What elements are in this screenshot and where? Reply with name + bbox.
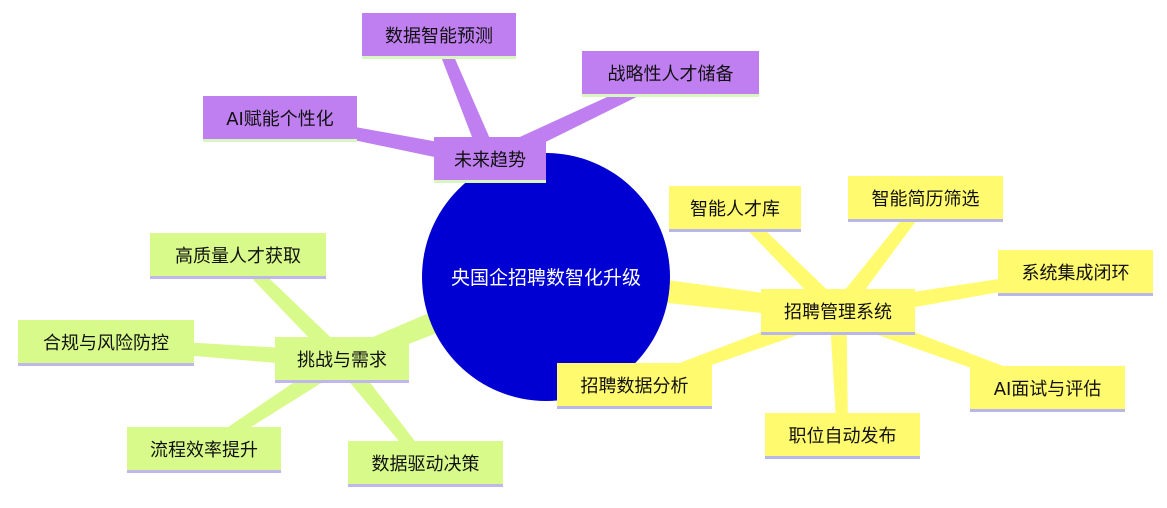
branch-node-label: 未来趋势 — [454, 150, 526, 171]
root-node-label: 央国企招聘数智化升级 — [451, 267, 641, 289]
leaf-node-recruit-analysis[interactable]: 招聘数据分析 — [557, 363, 712, 409]
branch-node-label: 挑战与需求 — [297, 350, 387, 371]
leaf-node-box — [669, 186, 801, 232]
leaf-node-underline — [765, 456, 920, 459]
leaf-node-data-predict[interactable]: 数据智能预测 — [362, 13, 516, 59]
branch-node-challenge[interactable]: 挑战与需求 — [275, 337, 409, 383]
leaf-node-resume-screen[interactable]: 智能简历筛选 — [848, 176, 1003, 222]
branch-node-underline — [434, 180, 546, 183]
leaf-node-box — [998, 250, 1153, 296]
leaf-node-ai-personal[interactable]: AI赋能个性化 — [203, 96, 357, 142]
leaf-node-underline — [362, 56, 516, 59]
leaf-node-efficiency[interactable]: 流程效率提升 — [127, 427, 281, 473]
leaf-node-underline — [669, 229, 801, 232]
leaf-node-underline — [150, 276, 326, 279]
leaf-node-box — [557, 363, 712, 409]
leaf-node-label: 系统集成闭环 — [1022, 263, 1130, 284]
branch-node-future[interactable]: 未来趋势 — [434, 137, 546, 183]
edge-system-to-job-publish — [829, 311, 848, 437]
leaf-node-box — [203, 96, 357, 142]
leaf-node-underline — [998, 293, 1153, 296]
leaf-node-underline — [848, 219, 1003, 222]
branch-node-box — [275, 337, 409, 383]
leaf-node-strategic-talent[interactable]: 战略性人才储备 — [582, 51, 759, 97]
leaf-node-box — [765, 413, 920, 459]
leaf-node-label: 战略性人才储备 — [608, 64, 734, 85]
leaf-node-label: 合规与风险防控 — [43, 333, 169, 354]
leaf-node-label: 高质量人才获取 — [175, 246, 301, 267]
branch-node-underline — [275, 380, 409, 383]
branch-node-box — [434, 137, 546, 183]
leaf-node-underline — [127, 470, 281, 473]
leaf-node-underline — [582, 94, 759, 97]
leaf-node-box — [848, 176, 1003, 222]
mindmap-root[interactable]: 央国企招聘数智化升级 — [422, 153, 670, 401]
leaf-node-label: 数据驱动决策 — [372, 454, 480, 475]
leaf-node-underline — [18, 363, 194, 366]
leaf-node-label: 招聘数据分析 — [581, 376, 689, 397]
edge-future-to-data-predict — [433, 33, 498, 164]
leaf-node-label: AI赋能个性化 — [226, 109, 334, 130]
leaf-node-box — [150, 233, 326, 279]
leaf-node-label: 流程效率提升 — [150, 440, 258, 461]
leaf-node-underline — [557, 406, 712, 409]
leaf-node-box — [362, 13, 516, 59]
branch-node-underline — [761, 332, 915, 335]
leaf-node-talent-pool[interactable]: 智能人才库 — [669, 186, 801, 232]
leaf-node-underline — [970, 409, 1125, 412]
leaf-node-underline — [203, 139, 357, 142]
leaf-node-box — [18, 320, 194, 366]
leaf-node-compliance[interactable]: 合规与风险防控 — [18, 320, 194, 366]
root-node-circle — [422, 153, 670, 401]
leaf-node-box — [348, 441, 503, 487]
leaf-node-box — [127, 427, 281, 473]
branch-node-label: 招聘管理系统 — [784, 302, 892, 323]
branch-node-system[interactable]: 招聘管理系统 — [761, 289, 915, 335]
leaf-node-box — [582, 51, 759, 97]
leaf-node-box — [970, 366, 1125, 412]
leaf-node-label: AI面试与评估 — [994, 379, 1102, 400]
edge-system-to-resume-screen — [831, 195, 930, 318]
leaf-node-data-decision[interactable]: 数据驱动决策 — [348, 441, 503, 487]
leaf-node-label: 职位自动发布 — [789, 426, 897, 447]
leaf-node-ai-interview[interactable]: AI面试与评估 — [970, 366, 1125, 412]
branch-node-box — [761, 289, 915, 335]
leaf-node-label: 智能人才库 — [690, 199, 780, 220]
leaf-node-job-publish[interactable]: 职位自动发布 — [765, 413, 920, 459]
leaf-node-label: 数据智能预测 — [385, 26, 493, 47]
leaf-node-hq-talent[interactable]: 高质量人才获取 — [150, 233, 326, 279]
leaf-node-closed-loop[interactable]: 系统集成闭环 — [998, 250, 1153, 296]
leaf-node-underline — [348, 484, 503, 487]
leaf-node-label: 智能简历筛选 — [872, 189, 980, 210]
